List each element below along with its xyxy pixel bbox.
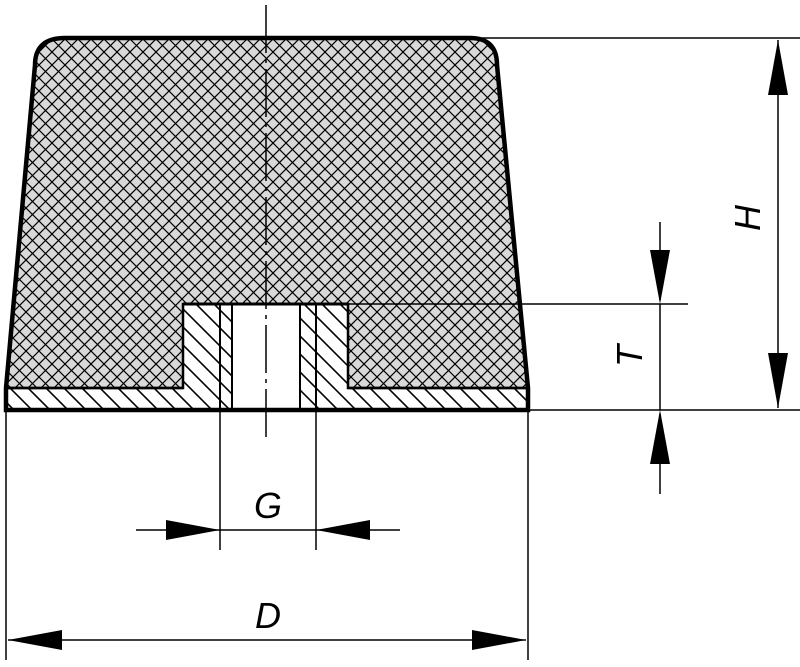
arrow-h-bottom (768, 353, 788, 408)
extension-lines (5, 37, 800, 660)
arrow-g-right (316, 520, 370, 540)
dimension-h: H (727, 40, 788, 408)
dimension-t: T (609, 222, 670, 494)
rubber-body-outline (6, 38, 528, 410)
rubber-body (6, 38, 528, 410)
dimension-g: G (136, 485, 400, 540)
label-g: G (254, 485, 282, 526)
arrow-h-top (768, 40, 788, 95)
arrow-t-bottom (650, 410, 670, 464)
arrow-t-top (650, 250, 670, 304)
arrow-g-left (166, 520, 220, 540)
dimension-d: D (8, 595, 526, 650)
arrow-d-left (8, 630, 62, 650)
label-h: H (727, 204, 768, 231)
arrow-d-right (472, 630, 526, 650)
body-outline-stroke (3, 35, 531, 413)
label-t: T (609, 342, 650, 367)
label-d: D (255, 595, 281, 636)
